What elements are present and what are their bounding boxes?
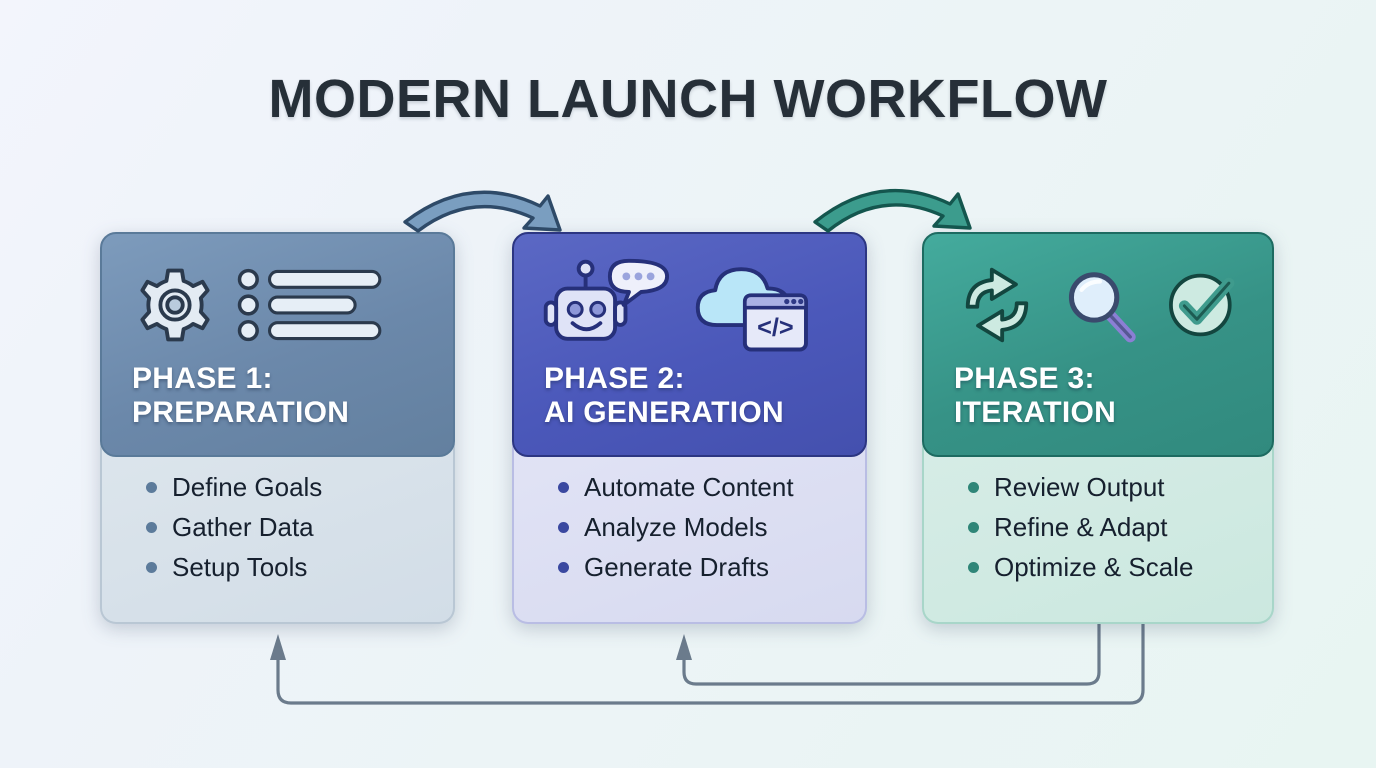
list-item-label: Analyze Models (584, 512, 768, 542)
phase-2-bullet-list: Automate Content Analyze Models Generate… (558, 474, 865, 580)
list-item: Setup Tools (146, 554, 453, 580)
list-item-label: Review Output (994, 472, 1165, 502)
list-item: Analyze Models (558, 514, 865, 540)
phase-card-title-line2: ITERATION (954, 395, 1117, 429)
phase-card-header: PHASE 3: ITERATION (922, 232, 1274, 457)
phase-card-title: PHASE 1: PREPARATION (124, 362, 431, 429)
code-window-icon: </> (742, 293, 808, 352)
bullet-dot-icon (146, 561, 157, 573)
bullet-dot-icon (558, 521, 569, 533)
bullet-dot-icon (968, 561, 979, 573)
list-item: Automate Content (558, 474, 865, 500)
speech-bubble-icon (607, 258, 670, 307)
magnifier-icon (1068, 272, 1136, 343)
phase-card-title: PHASE 2: AI GENERATION (536, 362, 843, 429)
checklist-icon (237, 268, 382, 342)
list-item-label: Optimize & Scale (994, 552, 1194, 582)
phase-card-header: PHASE 1: PREPARATION (100, 232, 455, 457)
phase-1-icon-row (124, 234, 431, 362)
bullet-dot-icon (558, 481, 569, 493)
phase-card-preparation[interactable]: PHASE 1: PREPARATION Define Goals Gather… (100, 232, 455, 624)
bullet-dot-icon (558, 561, 569, 573)
phase-card-title-line1: PHASE 2: (544, 362, 685, 395)
phase-card-header: </> PHASE 2: AI GENERATION (512, 232, 867, 457)
list-item-label: Setup Tools (172, 552, 308, 582)
phase-card-title-line2: AI GENERATION (544, 395, 785, 429)
list-item: Review Output (968, 474, 1272, 500)
list-item-label: Generate Drafts (584, 552, 769, 582)
page-title: MODERN LAUNCH WORKFLOW (268, 69, 1108, 129)
list-item: Optimize & Scale (968, 554, 1272, 580)
robot-icon (543, 258, 670, 341)
gear-icon (140, 268, 210, 342)
code-glyph: </> (757, 314, 794, 342)
list-item-label: Define Goals (172, 472, 323, 502)
bullet-dot-icon (146, 481, 157, 493)
refresh-cycle-icon (965, 267, 1029, 343)
list-item: Generate Drafts (558, 554, 865, 580)
list-item-label: Refine & Adapt (994, 512, 1168, 542)
phase-card-body: Define Goals Gather Data Setup Tools (100, 444, 455, 624)
cloud-icon: </> (695, 267, 808, 352)
phase-3-bullet-list: Review Output Refine & Adapt Optimize & … (968, 474, 1272, 580)
phase-card-title-line2: PREPARATION (132, 395, 350, 429)
list-item-label: Gather Data (172, 512, 314, 542)
list-item: Gather Data (146, 514, 453, 540)
list-item: Define Goals (146, 474, 453, 500)
check-circle-icon (1169, 273, 1235, 337)
list-item-label: Automate Content (584, 472, 794, 502)
phase-card-title: PHASE 3: ITERATION (946, 362, 1250, 429)
phase-card-body: Automate Content Analyze Models Generate… (512, 444, 867, 624)
list-item: Refine & Adapt (968, 514, 1272, 540)
phase-3-icon-row (946, 234, 1250, 362)
phase-1-bullet-list: Define Goals Gather Data Setup Tools (146, 474, 453, 580)
bullet-dot-icon (146, 521, 157, 533)
phase-card-ai-generation[interactable]: </> PHASE 2: AI GENERATION Automate Cont… (512, 232, 867, 624)
phase-card-title-line1: PHASE 3: (954, 362, 1095, 395)
phase-card-title-line1: PHASE 1: (132, 362, 273, 395)
bullet-dot-icon (968, 481, 979, 493)
bullet-dot-icon (968, 521, 979, 533)
phase-2-icon-row: </> (536, 234, 843, 362)
phase-card-body: Review Output Refine & Adapt Optimize & … (922, 444, 1274, 624)
phase-card-iteration[interactable]: PHASE 3: ITERATION Review Output Refine … (922, 232, 1274, 624)
